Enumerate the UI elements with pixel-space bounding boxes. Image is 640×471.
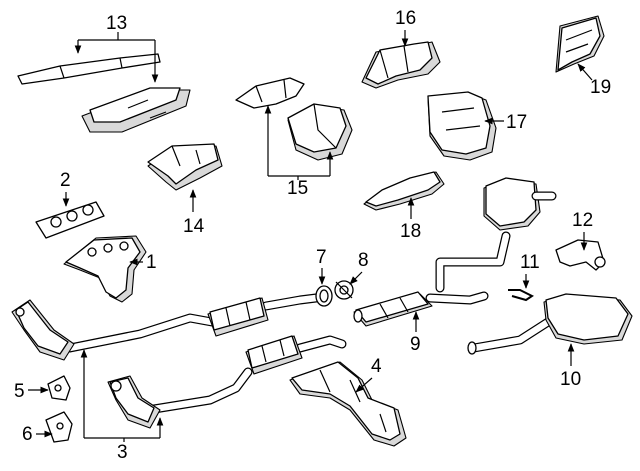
callout-14-label: 14 (183, 216, 205, 237)
callout-11-label: 11 (520, 252, 540, 273)
exhaust-manifold-1 (63, 235, 147, 303)
callout-4-label: 4 (371, 356, 382, 377)
manifold-gasket-2 (35, 201, 105, 239)
callout-8-label: 8 (358, 250, 369, 271)
callout-1: 1 (129, 252, 157, 273)
callout-8: 8 (349, 250, 369, 285)
heat-shield-17 (427, 91, 497, 161)
callout-11: 11 (520, 252, 540, 289)
catalytic-converter-front-right (107, 375, 161, 429)
callout-18-label: 18 (400, 221, 421, 242)
callout-3-label: 3 (117, 442, 128, 463)
callout-5-label: 5 (14, 381, 25, 402)
callout-7-label: 7 (316, 247, 327, 268)
callout-1-label: 1 (146, 252, 157, 273)
heat-shield-13-lower (81, 87, 191, 133)
heat-shield-15-upper (235, 77, 305, 109)
front-pipe-3 (65, 293, 347, 415)
callout-14: 14 (183, 189, 205, 237)
hanger-bracket-12 (555, 239, 606, 271)
callout-5: 5 (14, 381, 49, 402)
heat-shield-13-upper (17, 53, 161, 85)
hanger-11 (508, 289, 534, 302)
callout-9-label: 9 (410, 334, 421, 355)
heat-shield-16 (361, 41, 441, 89)
rear-muffler-10 (467, 293, 633, 355)
callout-16: 16 (395, 8, 416, 47)
callout-16-label: 16 (395, 8, 416, 29)
callout-10-label: 10 (560, 369, 581, 390)
callout-6: 6 (22, 424, 53, 445)
clamp-8 (334, 280, 354, 300)
callout-12-label: 12 (572, 210, 593, 231)
callout-15-label: 15 (287, 178, 308, 199)
callout-12: 12 (572, 210, 593, 251)
catalytic-converter-mid (207, 297, 269, 337)
callout-13-label: 13 (106, 13, 127, 34)
callout-10: 10 (560, 343, 581, 390)
callout-2-label: 2 (60, 170, 71, 191)
callout-3: 3 (80, 349, 164, 463)
callout-2: 2 (60, 170, 71, 207)
callout-9: 9 (410, 311, 421, 355)
rear-muffler-left (483, 177, 557, 231)
heat-shield-14 (147, 143, 223, 191)
bracket-5 (47, 375, 71, 401)
callout-4: 4 (355, 356, 382, 393)
callout-15: 15 (264, 105, 334, 199)
catalytic-converter-rear (245, 335, 303, 375)
bracket-6 (45, 411, 73, 443)
callout-13: 13 (74, 13, 159, 83)
catalytic-converter-front-left (11, 299, 75, 361)
callout-19-label: 19 (590, 77, 611, 98)
callout-17: 17 (484, 112, 527, 133)
intermediate-pipe-9 (353, 231, 511, 327)
callout-18: 18 (400, 197, 421, 242)
heat-shield-18 (363, 171, 445, 211)
clamp-7 (315, 285, 333, 307)
crossmember-4 (289, 361, 407, 447)
callout-7: 7 (316, 247, 327, 285)
callout-6-label: 6 (22, 424, 33, 445)
callout-19: 19 (577, 63, 611, 98)
heat-shield-19 (555, 15, 605, 73)
heat-shield-15-lower (287, 103, 353, 161)
callout-17-label: 17 (506, 112, 527, 133)
